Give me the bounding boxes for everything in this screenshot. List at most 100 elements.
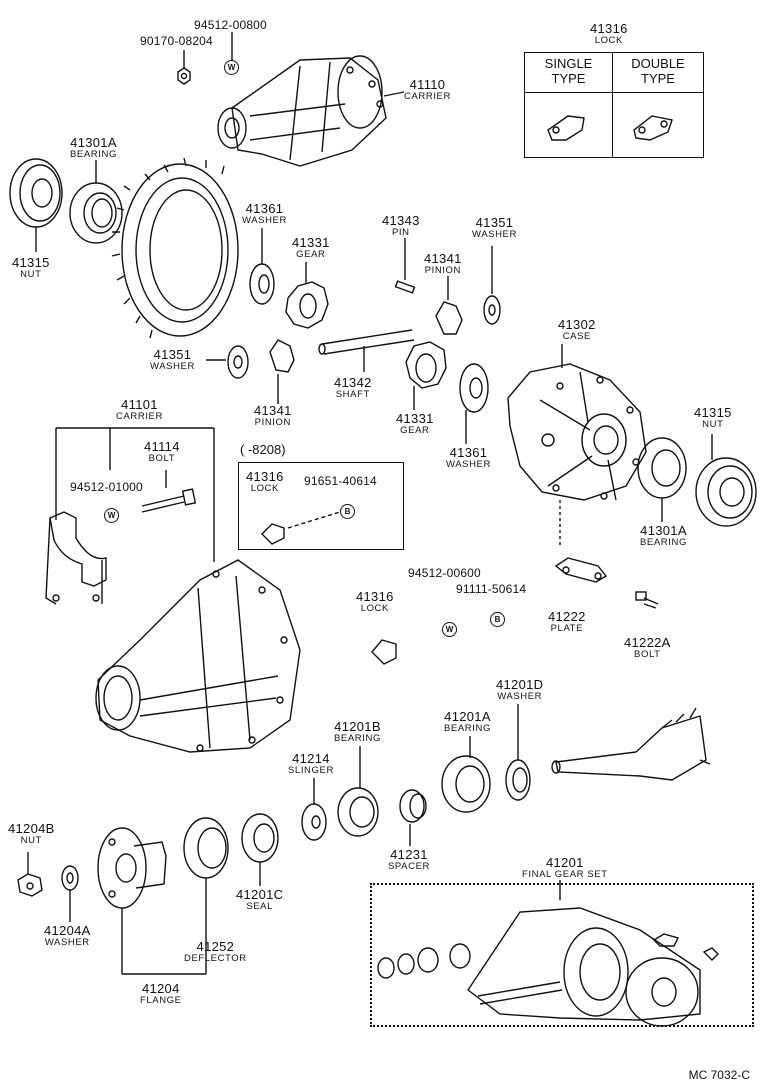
washer-41351-left-drawing [206,345,249,379]
part-number: 41316 [356,589,394,604]
part-number: 41222 [548,609,586,624]
carrier-41101-leader [55,427,215,562]
label-41315-top: 41315 NUT [12,256,50,280]
code-91651-40614: 91651-40614 [304,474,377,488]
label-41204b: 41204B NUT [8,822,55,846]
spacer-41231-drawing [399,789,427,846]
part-number: 41301A [640,523,687,538]
part-name: SHAFT [335,388,370,400]
part-name: WASHER [44,936,90,948]
washer-41204a-drawing [61,865,79,922]
code-94512-00800: 94512-00800 [194,18,267,32]
final-gear-set-drawing [377,880,719,1027]
part-number: 41101 [121,397,158,412]
nut-41315-right-drawing [695,434,757,527]
part-name: FLANGE [140,994,182,1006]
drawing-code: MC 7032-C [688,1068,750,1082]
part-number: 41231 [390,847,428,862]
part-name: BEARING [640,536,687,548]
lock-single-drawing [547,115,585,141]
part-number: 41201C [236,887,284,902]
label-41201a: 41201A BEARING [444,710,491,734]
part-name: LOCK [594,34,623,46]
deflector-41252-drawing [183,817,229,940]
pin-41343-drawing [394,238,416,294]
label-41301a-right: 41301A BEARING [640,524,687,548]
bearing-cap-drawing [45,511,107,605]
part-name: CASE [562,330,591,342]
bearing-41301a-right-drawing [637,437,687,522]
drive-pinion-drawing [551,707,711,781]
part-number: 41361 [449,445,488,460]
part-number: 41214 [292,751,330,766]
label-41351-right: 41351 WASHER [472,216,517,240]
part-name: SPACER [388,860,430,872]
part-name: WASHER [150,360,195,372]
badge-w-mid: W [442,622,457,637]
label-41331-top: 41331 GEAR [292,236,330,260]
part-number: 41110 [409,77,446,92]
part-number: 41315 [12,255,50,270]
pinion-41341-left-drawing [269,339,295,404]
part-number: 41301A [70,135,117,150]
label-41316-mid: 41316 LOCK [356,590,394,614]
final-gear-set-box [370,883,754,1027]
label-41201b: 41201B BEARING [334,720,381,744]
washer-41361-bottom-drawing [459,363,489,444]
part-number: 41331 [292,235,330,250]
part-name: WASHER [497,690,543,702]
label-41341-left: 41341 PINION [254,404,292,428]
table-divider [612,53,613,157]
part-name: PINION [424,264,461,276]
code-94512-00600: 94512-00600 [408,566,481,580]
part-number: 41201D [496,677,544,692]
label-41331-bottom: 41331 GEAR [396,412,434,436]
part-number: 41201A [444,709,491,724]
part-number: 41315 [694,405,732,420]
part-name: BOLT [634,648,661,660]
part-number: 41331 [396,411,434,426]
badge-b-sub: B [340,504,355,519]
bolt-41114-drawing [141,488,197,513]
code-90170-08204: 90170-08204 [140,34,213,48]
part-number: 41252 [196,939,235,954]
part-name: NUT [702,418,724,430]
label-41201c: 41201C SEAL [236,888,283,912]
label-41231: 41231 SPACER [388,848,430,872]
carrier-top-drawing [217,55,405,167]
label-41342: 41342 SHAFT [334,376,372,400]
part-name: GEAR [400,424,430,436]
part-number: 41361 [245,201,284,216]
label-41222a: 41222A BOLT [624,636,671,660]
part-number: 41222A [624,635,671,650]
nut-41204b-drawing [17,852,43,897]
label-41302: 41302 CASE [558,318,596,342]
part-name: CARRIER [404,90,451,102]
washer-41351-right-drawing [483,246,501,325]
label-41343: 41343 PIN [382,214,420,238]
label-41201d: 41201D WASHER [496,678,543,702]
part-number: 41204A [44,923,91,938]
part-name: BOLT [148,452,176,464]
label-41341-right: 41341 PINION [424,252,462,276]
label-41361-bottom: 41361 WASHER [446,446,491,470]
part-number: 41204B [8,821,55,836]
part-name: BEARING [444,722,491,734]
part-number: 41302 [558,317,596,332]
part-number: 41316 [590,21,628,36]
washer-41201d-drawing [505,704,531,801]
part-name: SEAL [246,900,274,912]
part-number: 41114 [144,439,180,454]
bearing-41301a-top-drawing [69,160,123,244]
code-94512-01000: 94512-01000 [70,480,143,494]
bolt-41222a-drawing [635,591,659,609]
part-number: 41351 [153,347,192,362]
part-name: DEFLECTOR [184,952,247,964]
part-number: 41201B [334,719,381,734]
lock-sub-leader [261,511,341,545]
label-41315-right: 41315 NUT [694,406,732,430]
part-number: 41204 [141,981,180,996]
label-41361-top: 41361 WASHER [242,202,287,226]
label-41201: 41201 FINAL GEAR SET [522,856,608,880]
part-number: 41343 [382,213,420,228]
